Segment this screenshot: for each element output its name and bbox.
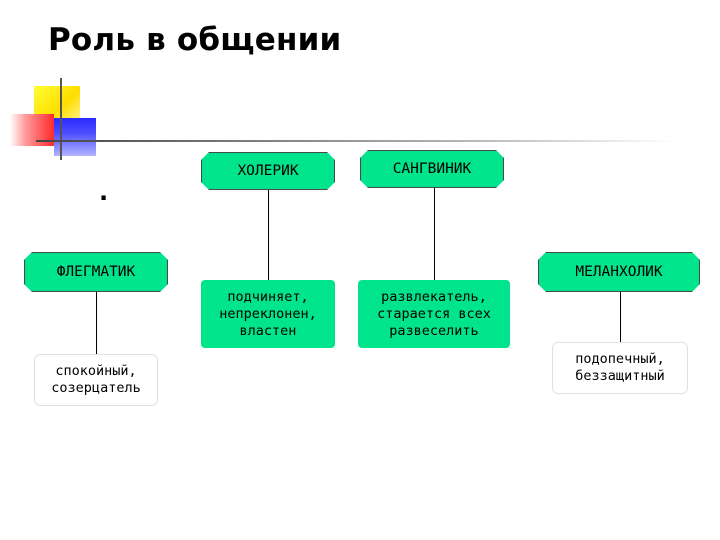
- node-phlegmatic-label: ФЛЕГМАТИК: [56, 264, 136, 280]
- sanguine-desc-line: старается всех: [377, 305, 491, 322]
- connector-sanguine: [434, 186, 435, 280]
- sanguine-desc-line: развлекатель,: [381, 288, 487, 305]
- bullet-dot: .: [99, 178, 109, 206]
- decor-horizontal-line: [36, 140, 676, 142]
- node-melancholic: МЕЛАНХОЛИК: [538, 252, 700, 292]
- node-phlegmatic-desc: спокойный, созерцатель: [34, 354, 158, 406]
- node-melancholic-label: МЕЛАНХОЛИК: [575, 264, 663, 280]
- melancholic-desc-line: подопечный,: [575, 351, 665, 367]
- slide-title: Роль в общении: [48, 22, 342, 58]
- choleric-desc-line: непреклонен,: [219, 305, 317, 322]
- node-melancholic-desc: подопечный, беззащитный: [552, 342, 688, 394]
- choleric-desc-line: подчиняет,: [227, 288, 309, 305]
- node-choleric-desc: подчиняет, непреклонен, властен: [201, 280, 335, 348]
- connector-choleric: [268, 188, 269, 280]
- melancholic-desc-line: беззащитный: [575, 368, 665, 384]
- decor-vertical-line: [60, 78, 62, 160]
- sanguine-desc-line: развеселить: [389, 322, 479, 339]
- node-phlegmatic: ФЛЕГМАТИК: [24, 252, 168, 292]
- node-sanguine: САНГВИНИК: [360, 150, 504, 188]
- connector-melancholic: [620, 292, 621, 342]
- phlegmatic-desc-line: созерцатель: [51, 380, 141, 396]
- phlegmatic-desc-line: спокойный,: [55, 363, 137, 379]
- node-sanguine-label: САНГВИНИК: [392, 161, 472, 177]
- node-sanguine-desc: развлекатель, старается всех развеселить: [358, 280, 510, 348]
- connector-phlegmatic: [96, 292, 97, 356]
- node-choleric: ХОЛЕРИК: [201, 152, 335, 190]
- node-choleric-label: ХОЛЕРИК: [237, 163, 299, 179]
- choleric-desc-line: властен: [239, 322, 297, 339]
